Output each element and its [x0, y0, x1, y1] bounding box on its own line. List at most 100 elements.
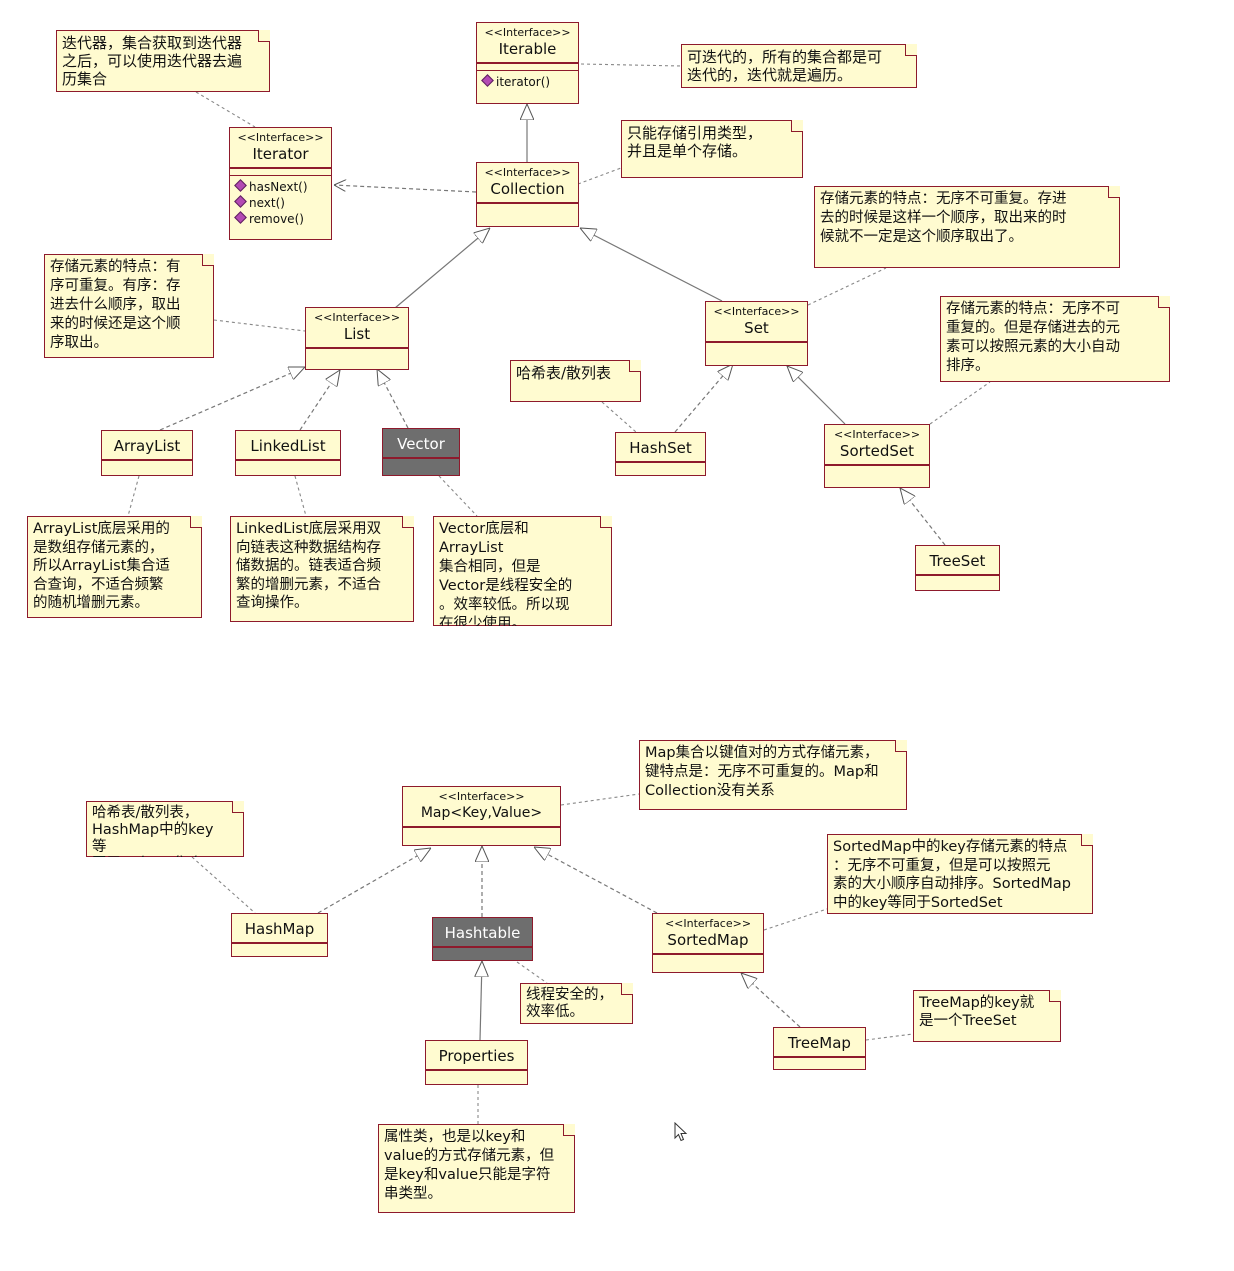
map-note: Map集合以键值对的方式存储元素， 键特点是：无序不可重复的。Map和 Coll…	[639, 740, 907, 810]
attribute-compartment	[774, 1057, 865, 1064]
note-anchor-arraylist	[127, 475, 140, 517]
realization-vector-list	[377, 369, 409, 429]
operation-row: hasNext()	[234, 178, 325, 195]
attribute-compartment	[383, 458, 459, 465]
note-fold-corner	[1108, 186, 1120, 198]
map-interface[interactable]: <<Interface>> Map<Key,Value>	[402, 786, 561, 846]
arraylist-class[interactable]: ArrayList	[101, 430, 193, 476]
class-name: HashMap	[244, 920, 315, 938]
treemap-class[interactable]: TreeMap	[773, 1027, 866, 1070]
attribute-compartment	[230, 168, 331, 175]
note-anchor-hashtable	[516, 961, 548, 984]
note-fold-corner	[895, 740, 907, 752]
attribute-compartment	[916, 575, 999, 582]
class-name: Iterable	[498, 40, 557, 58]
arraylist-note: ArrayList底层采用的 是数组存储元素的， 所以ArrayList集合适 …	[27, 516, 202, 618]
note-fold-corner	[402, 516, 414, 528]
attribute-compartment	[616, 462, 705, 469]
dependency-collection-iterator	[334, 185, 477, 193]
iterator-note: 迭代器，集合获取到迭代器 之后，可以使用迭代器去遍 历集合	[56, 30, 270, 92]
class-header: HashSet	[616, 433, 705, 462]
stereotype-label: <<Interface>>	[237, 131, 324, 144]
class-name: Hashtable	[444, 924, 521, 942]
generalization-list-collection	[394, 228, 490, 309]
attribute-compartment	[477, 63, 578, 70]
note-fold-corner	[202, 254, 214, 266]
attribute-compartment	[102, 460, 192, 467]
note-fold-corner	[190, 516, 202, 528]
class-name: ArrayList	[113, 437, 181, 455]
linkedlist-class[interactable]: LinkedList	[235, 430, 341, 476]
set-interface[interactable]: <<Interface>> Set	[705, 301, 808, 366]
properties-note: 属性类，也是以key和 value的方式存储元素，但 是key和value只能是…	[378, 1124, 575, 1213]
hashtable-note: 线程安全的， 效率低。	[520, 983, 633, 1024]
class-name: LinkedList	[250, 437, 326, 455]
class-header: <<Interface>> SortedMap	[653, 914, 763, 954]
attribute-compartment	[433, 947, 532, 954]
generalization-properties-hashtable	[480, 961, 482, 1041]
class-header: <<Interface>> SortedSet	[825, 425, 929, 465]
sortedset-interface[interactable]: <<Interface>> SortedSet	[824, 424, 930, 488]
class-name: List	[343, 325, 371, 343]
note-fold-corner	[621, 983, 633, 995]
class-name: HashSet	[629, 439, 692, 457]
stereotype-label: <<Interface>>	[484, 26, 571, 39]
stereotype-label: <<Interface>>	[484, 166, 571, 179]
list-interface[interactable]: <<Interface>> List	[305, 307, 409, 370]
attribute-compartment	[232, 943, 327, 950]
note-anchor-hashmap	[191, 856, 256, 914]
stereotype-label: <<Interface>>	[664, 917, 752, 930]
operation-name: next()	[249, 196, 285, 210]
note-anchor-iterator	[195, 91, 256, 128]
iterable-interface[interactable]: <<Interface>> Iterable iterator()	[476, 22, 579, 104]
properties-class[interactable]: Properties	[425, 1040, 528, 1085]
collection-note: 只能存储引用类型， 并且是单个存储。	[621, 120, 803, 178]
class-header: HashMap	[232, 914, 327, 943]
mouse-pointer-icon	[674, 1122, 688, 1142]
class-name: Map<Key,Value>	[420, 805, 543, 821]
class-name: SortedMap	[667, 931, 749, 949]
class-name: Properties	[438, 1047, 515, 1065]
class-header: TreeMap	[774, 1028, 865, 1057]
note-fold-corner	[258, 30, 270, 42]
note-anchor-linkedlist	[294, 475, 307, 517]
class-header: <<Interface>> Set	[706, 302, 807, 342]
operation-icon	[481, 73, 494, 87]
attribute-compartment	[706, 342, 807, 349]
operation-icon	[234, 178, 247, 192]
class-name: Vector	[397, 435, 445, 453]
hashmap-class[interactable]: HashMap	[231, 913, 328, 957]
collection-interface[interactable]: <<Interface>> Collection	[476, 162, 579, 227]
note-anchor-sortedmap	[763, 907, 831, 931]
realization-hashmap-map	[317, 848, 431, 914]
note-fold-corner	[563, 1124, 575, 1136]
note-anchor-sortedset	[929, 381, 991, 425]
treemap-note: TreeMap的key就 是一个TreeSet	[913, 990, 1061, 1042]
realization-arraylist-list	[159, 366, 305, 431]
operation-row: next()	[234, 194, 325, 211]
attribute-compartment	[426, 1070, 527, 1077]
note-fold-corner	[1158, 296, 1170, 308]
hashtable-class[interactable]: Hashtable	[432, 917, 533, 961]
iterable-note: 可迭代的，所有的集合都是可 迭代的，迭代就是遍历。	[681, 44, 917, 88]
sortedmap-note: SortedMap中的key存储元素的特点 ：无序不可重复，但是可以按照元 素的…	[827, 834, 1093, 914]
hashset-class[interactable]: HashSet	[615, 432, 706, 476]
treeset-class[interactable]: TreeSet	[915, 545, 1000, 591]
note-fold-corner	[791, 120, 803, 132]
hashmap-note: 哈希表/散列表， HashMap中的key等 同于一个Set集合	[86, 801, 244, 857]
note-fold-corner	[600, 516, 612, 528]
note-anchor-treemap	[865, 1033, 914, 1041]
operations-compartment: hasNext() next() remove()	[230, 175, 331, 230]
realization-hashset-set	[674, 364, 733, 433]
class-name: Collection	[490, 180, 565, 198]
attribute-compartment	[236, 460, 340, 467]
sortedmap-interface[interactable]: <<Interface>> SortedMap	[652, 913, 764, 973]
class-header: LinkedList	[236, 431, 340, 460]
operation-icon	[234, 194, 247, 208]
vector-class[interactable]: Vector	[382, 428, 460, 476]
list-note: 存储元素的特点：有 序可重复。有序：存 进去什么顺序，取出 来的时候还是这个顺 …	[44, 254, 214, 358]
realization-linkedlist-list	[299, 370, 340, 431]
iterator-interface[interactable]: <<Interface>> Iterator hasNext() next() …	[229, 127, 332, 240]
